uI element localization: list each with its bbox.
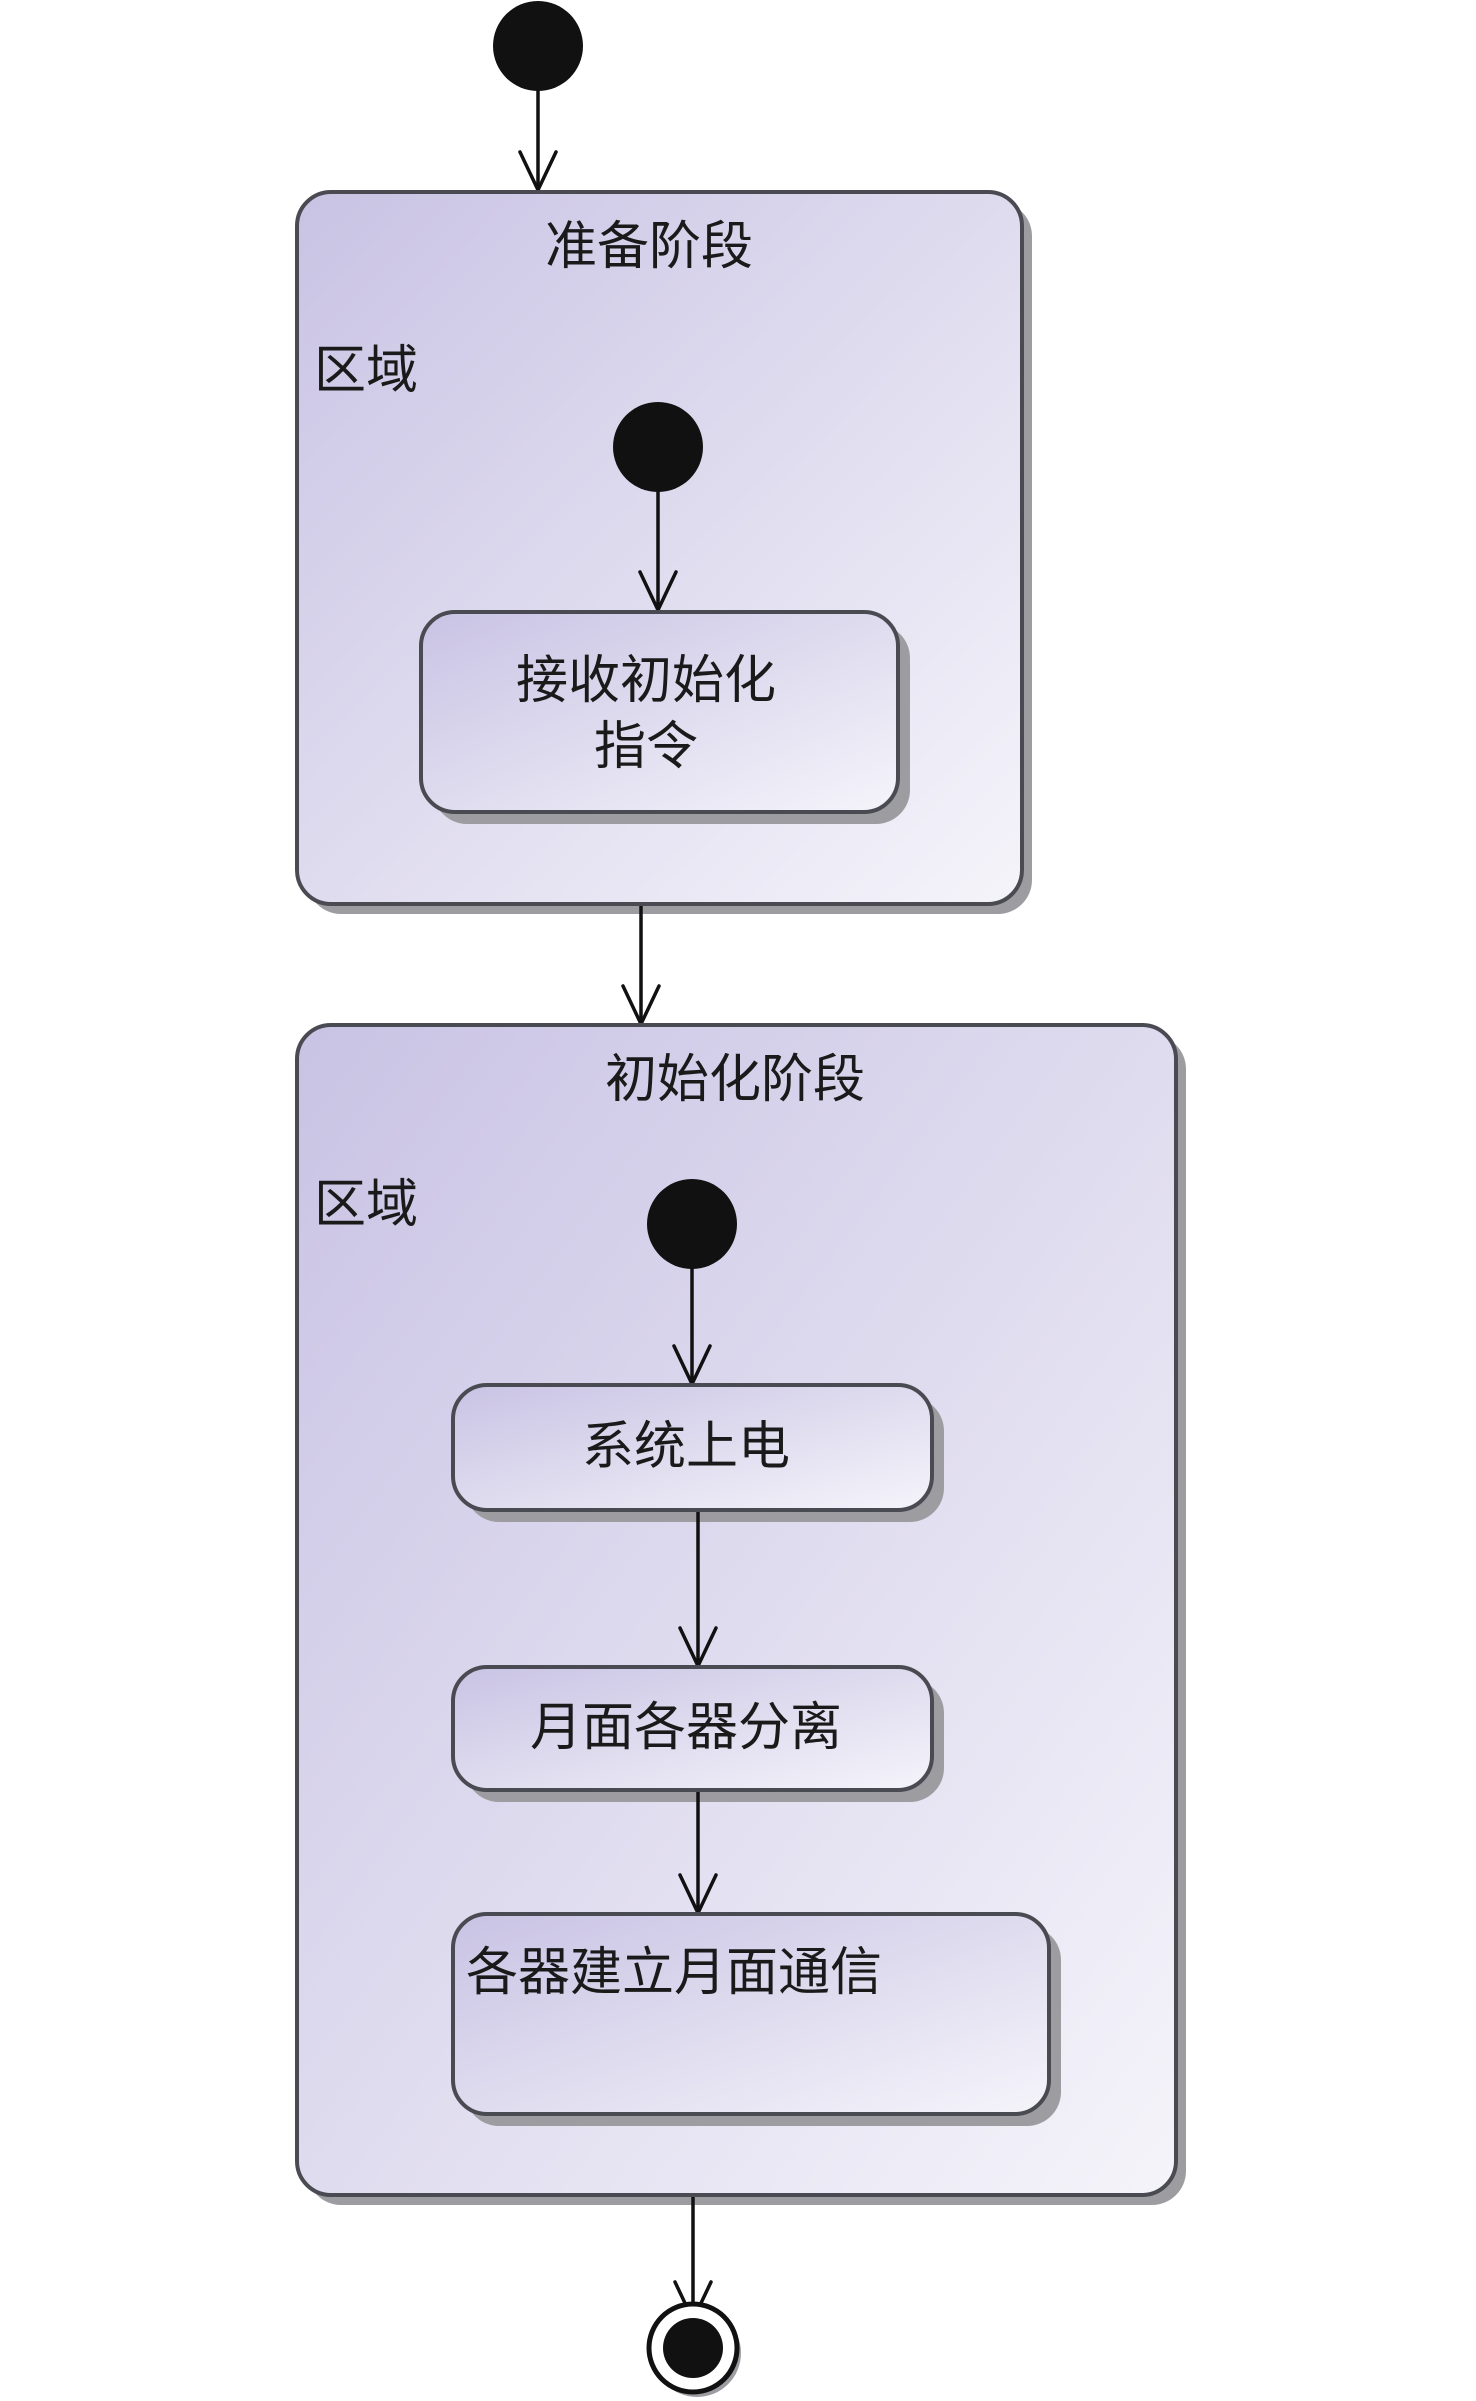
composite-title-init: 初始化阶段 [605,1050,865,1110]
region-label-prep: 区域 [314,341,418,401]
state-label-separate: 月面各器分离 [530,1698,842,1758]
initial-node-prep [613,402,703,492]
initial-node [493,1,583,91]
state-separate[interactable]: 月面各器分离 [451,1665,944,1802]
state-comm[interactable]: 各器建立月面通信 [451,1912,1061,2126]
initial-node-init [647,1179,737,1269]
state-label-recv-line2: 指令 [594,717,698,777]
state-label-comm: 各器建立月面通信 [466,1943,882,2003]
composite-state-prep[interactable]: 准备阶段 区域 接收初始化 指令 [295,190,1032,914]
state-power[interactable]: 系统上电 [451,1383,944,1522]
transition-prep-to-init [621,906,661,1026]
state-recv[interactable]: 接收初始化 指令 [419,610,910,824]
region-label-init: 区域 [314,1175,418,1235]
state-label-power: 系统上电 [582,1417,790,1477]
composite-title-prep: 准备阶段 [545,217,753,277]
state-label-recv-line1: 接收初始化 [516,651,776,711]
transition-initial-to-prep [518,90,558,192]
final-node [646,2301,741,2397]
composite-state-init[interactable]: 初始化阶段 区域 系统上电 月面各器分离 各器建立月面通 [295,1023,1186,2205]
